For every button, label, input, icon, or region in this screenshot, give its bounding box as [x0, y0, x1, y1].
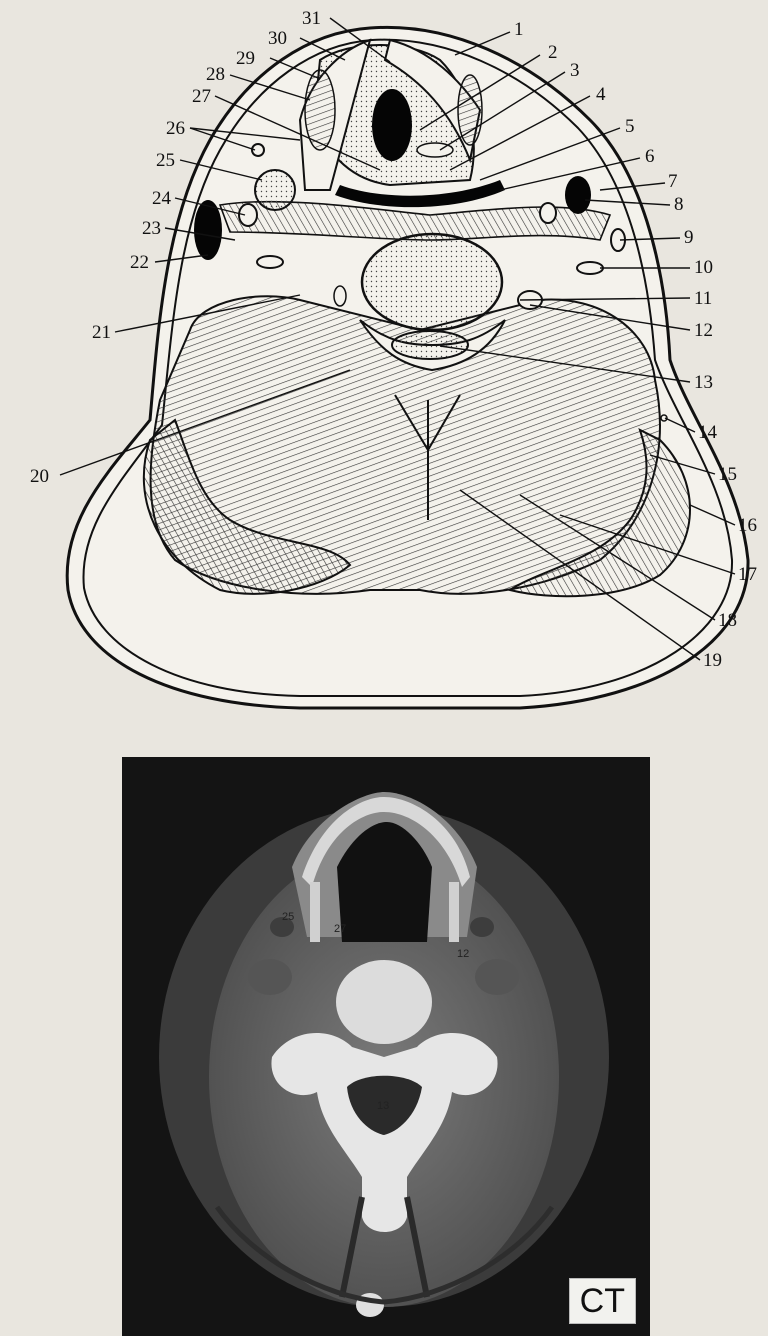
- spinal-cord: [392, 331, 468, 359]
- ct-label-13: 13: [377, 1100, 389, 1112]
- vessel-21: [334, 286, 346, 306]
- label-27: 27: [192, 86, 211, 107]
- label-11: 11: [694, 288, 712, 309]
- label-18: 18: [718, 610, 737, 631]
- label-24: 24: [152, 188, 172, 209]
- ct-vertebral-body: [336, 960, 432, 1044]
- label-19: 19: [703, 650, 722, 671]
- vertebral-body: [362, 234, 502, 330]
- label-12: 12: [694, 320, 713, 341]
- carotid-right: [540, 203, 556, 223]
- label-20: 20: [30, 466, 49, 487]
- label-25: 25: [156, 150, 175, 171]
- muscle-right-strap: [458, 75, 482, 145]
- anatomy-cross-section-diagram: 1 2 3 4 5 6 7 8 9 10 11 12 13 14 15 16 1…: [0, 0, 768, 720]
- label-13: 13: [694, 372, 713, 393]
- label-17: 17: [738, 564, 757, 585]
- label-14: 14: [698, 422, 718, 443]
- label-21: 21: [92, 322, 111, 343]
- carotid-left: [239, 204, 257, 226]
- label-8: 8: [674, 194, 684, 215]
- label-4: 4: [596, 84, 606, 105]
- label-23: 23: [142, 218, 161, 239]
- label-2: 2: [548, 42, 558, 63]
- label-5: 5: [625, 116, 635, 137]
- ct-scan-image: 25 27 12 13 CT: [122, 757, 650, 1336]
- label-31: 31: [302, 8, 321, 29]
- label-3: 3: [570, 60, 580, 81]
- label-29: 29: [236, 48, 255, 69]
- ct-badge: CT: [569, 1278, 636, 1324]
- label-1: 1: [514, 19, 524, 40]
- internal-jugular-right: [565, 176, 591, 214]
- label-26: 26: [166, 118, 185, 139]
- label-6: 6: [645, 146, 655, 167]
- ct-label-27: 27: [334, 923, 346, 935]
- ct-label-12: 12: [457, 948, 469, 960]
- label-15: 15: [718, 464, 737, 485]
- label-9: 9: [684, 227, 694, 248]
- label-22: 22: [130, 252, 149, 273]
- ct-scan-drawing: 25 27 12 13: [122, 757, 650, 1336]
- vessel-right-10: [577, 262, 603, 274]
- label-30: 30: [268, 28, 287, 49]
- label-16: 16: [738, 515, 757, 536]
- ct-label-25: 25: [282, 911, 294, 923]
- gland-left: [255, 170, 295, 210]
- vessel-left-22: [257, 256, 283, 268]
- label-28: 28: [206, 64, 225, 85]
- airway: [372, 89, 412, 161]
- label-10: 10: [694, 257, 713, 278]
- label-7: 7: [668, 171, 678, 192]
